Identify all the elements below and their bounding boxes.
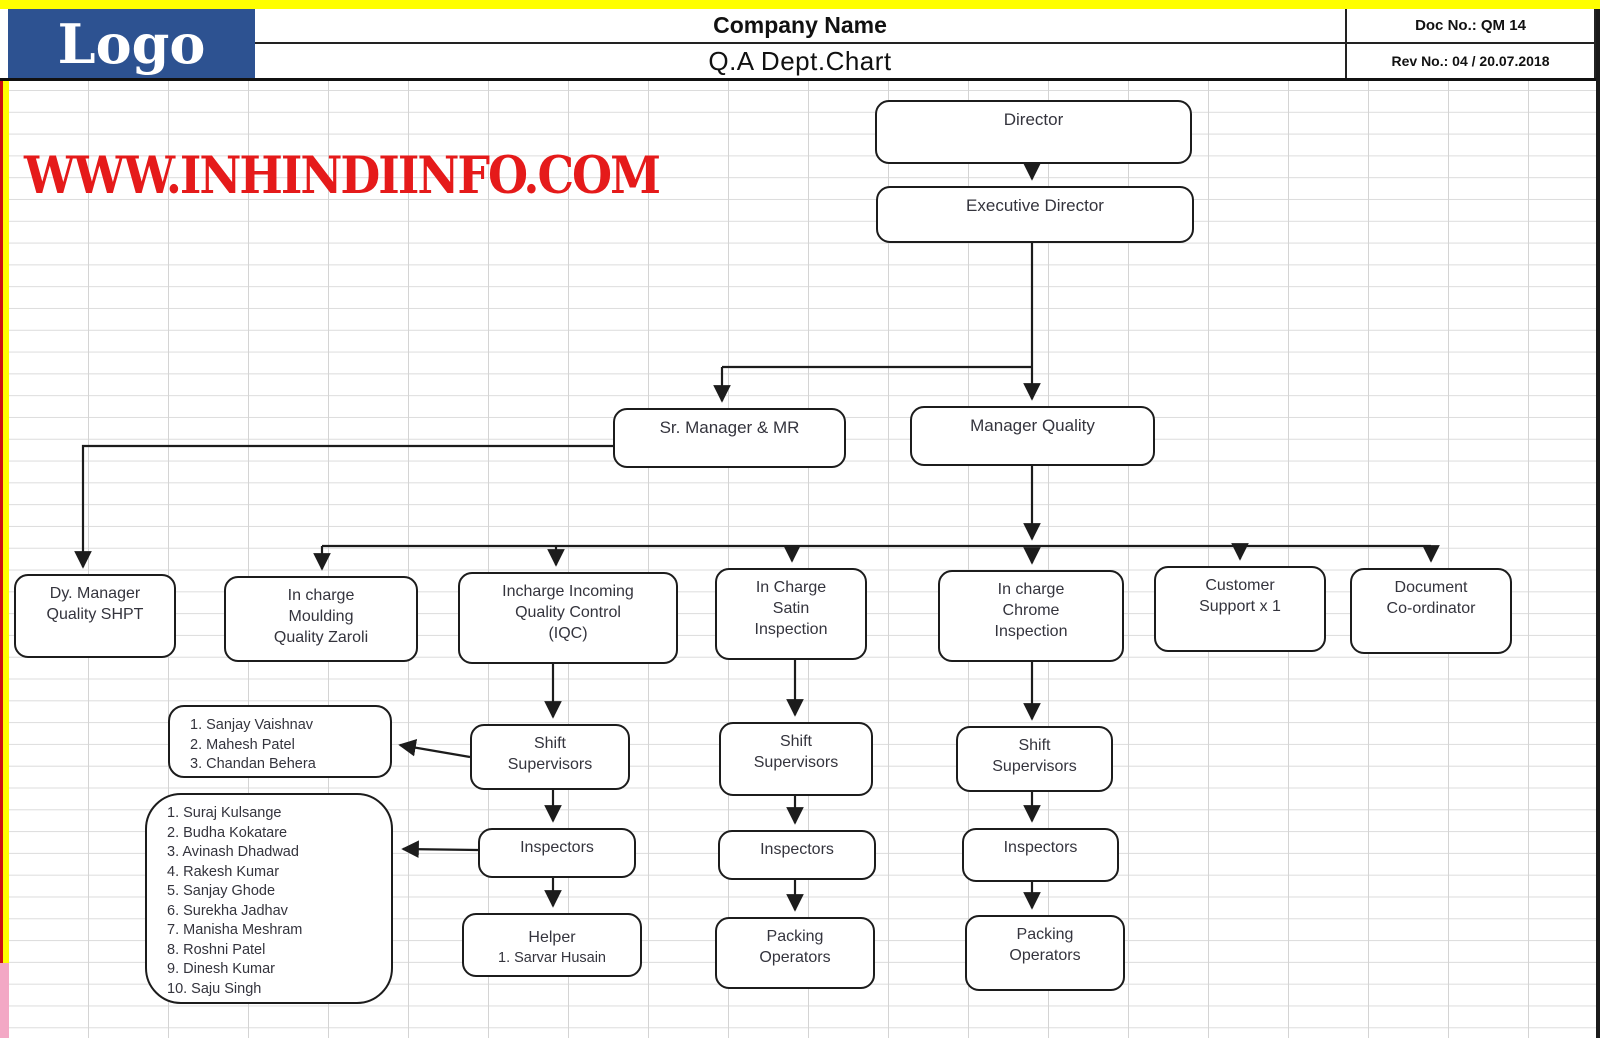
org-node-inspectors-satin: Inspectors: [718, 830, 876, 880]
shift-supervisor-name-list: 1. Sanjay Vaishnav 2. Mahesh Patel 3. Ch…: [168, 705, 392, 778]
doc-info-block: Doc No.: QM 14 Rev No.: 04 / 20.07.2018: [1345, 9, 1596, 78]
company-logo: Logo: [8, 9, 255, 78]
org-node-incharge-chrome: In charge Chrome Inspection: [938, 570, 1124, 662]
document-header: Logo Company Name Q.A Dept.Chart Doc No.…: [0, 9, 1596, 81]
org-node-shift-supervisors-chrome: Shift Supervisors: [956, 726, 1113, 792]
header-title-block: Company Name Q.A Dept.Chart: [255, 9, 1345, 78]
chart-title: Q.A Dept.Chart: [708, 45, 892, 76]
org-node-shift-supervisors-satin: Shift Supervisors: [719, 722, 873, 796]
right-dark-strip: [1596, 9, 1600, 1038]
org-node-incharge-moulding: In charge Moulding Quality Zaroli: [224, 576, 418, 662]
org-node-packing-operators-satin: Packing Operators: [715, 917, 875, 989]
org-node-incharge-iqc: Incharge Incoming Quality Control (IQC): [458, 572, 678, 664]
org-node-customer-support: Customer Support x 1: [1154, 566, 1326, 652]
org-node-director: Director: [875, 100, 1192, 164]
org-node-inspectors-iqc: Inspectors: [478, 828, 636, 878]
helper-title: Helper: [528, 928, 576, 946]
org-node-shift-supervisors-iqc: Shift Supervisors: [470, 724, 630, 790]
org-node-incharge-satin: In Charge Satin Inspection: [715, 568, 867, 660]
left-yellow-strip: [3, 9, 9, 963]
org-node-helper: Helper 1. Sarvar Husain: [462, 913, 642, 977]
revision-number: Rev No.: 04 / 20.07.2018: [1391, 53, 1550, 69]
left-pink-strip: [0, 963, 9, 1038]
org-node-document-coordinator: Document Co-ordinator: [1350, 568, 1512, 654]
top-yellow-strip: [0, 0, 1600, 9]
inspector-name-list: 1. Suraj Kulsange 2. Budha Kokatare 3. A…: [145, 793, 393, 1004]
org-node-sr-manager-mr: Sr. Manager & MR: [613, 408, 846, 468]
company-name: Company Name: [255, 9, 1345, 44]
site-watermark: WWW.INHINDIINFO.COM: [24, 144, 661, 206]
org-node-dy-manager-quality-shpt: Dy. Manager Quality SHPT: [14, 574, 176, 658]
org-node-packing-operators-chrome: Packing Operators: [965, 915, 1125, 991]
org-node-inspectors-chrome: Inspectors: [962, 828, 1119, 882]
org-node-manager-quality: Manager Quality: [910, 406, 1155, 466]
doc-number: Doc No.: QM 14: [1347, 9, 1594, 44]
left-red-strip: [0, 9, 3, 963]
org-node-executive-director: Executive Director: [876, 186, 1194, 243]
helper-name: 1. Sarvar Husain: [498, 949, 606, 966]
